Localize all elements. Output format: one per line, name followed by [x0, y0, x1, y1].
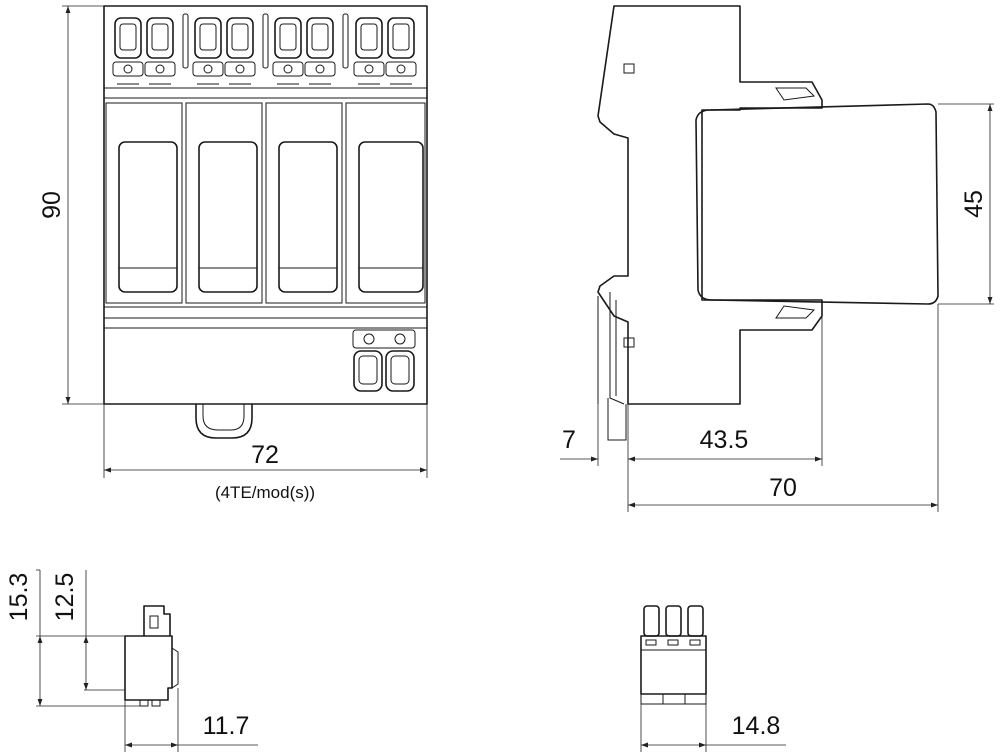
dim-front-depth-label: 43.5: [700, 426, 749, 454]
housing-outline: [103, 5, 428, 405]
terminal-screw: [224, 17, 256, 85]
connector-a-body: [124, 635, 173, 701]
dim-width-note: (4TE/mod(s)): [215, 483, 315, 502]
front-cover: [695, 103, 939, 305]
module: [105, 102, 183, 304]
module: [345, 102, 426, 304]
terminal-screw: [272, 17, 304, 85]
top-terminals: [112, 13, 417, 85]
din-rail-clip: [195, 404, 253, 439]
dim-conn-a-total-height: 15.3: [5, 573, 33, 622]
module: [265, 102, 343, 304]
terminal-screw: [353, 17, 385, 85]
base-profile: [597, 5, 823, 405]
module: [185, 102, 263, 304]
dim-width-label: 72: [251, 441, 279, 469]
dim-total-depth-label: 70: [769, 474, 797, 502]
front-view: 90 72 (4TE/mod(s)): [38, 5, 428, 502]
connector-a-view: 15.3 12.5 11.7: [5, 569, 258, 752]
bottom-terminals: [352, 329, 416, 392]
side-view: 45 7 43.5 70: [560, 5, 994, 512]
dim-conn-a-width: 11.7: [203, 712, 250, 740]
dim-height-label: 90: [38, 191, 66, 219]
terminal-screw: [144, 17, 176, 85]
dim-conn-b-width: 14.8: [732, 712, 781, 740]
terminal-screw: [385, 17, 417, 85]
terminal-screw: [112, 17, 144, 85]
dim-front-height-label: 45: [960, 190, 988, 218]
dim-offset-label: 7: [562, 426, 576, 454]
terminal-screw: [192, 17, 224, 85]
dim-conn-a-body-height: 12.5: [51, 573, 79, 622]
terminal-screw: [304, 17, 336, 85]
plug-in-modules: [105, 102, 426, 304]
connector-b-view: 14.8: [640, 605, 786, 752]
